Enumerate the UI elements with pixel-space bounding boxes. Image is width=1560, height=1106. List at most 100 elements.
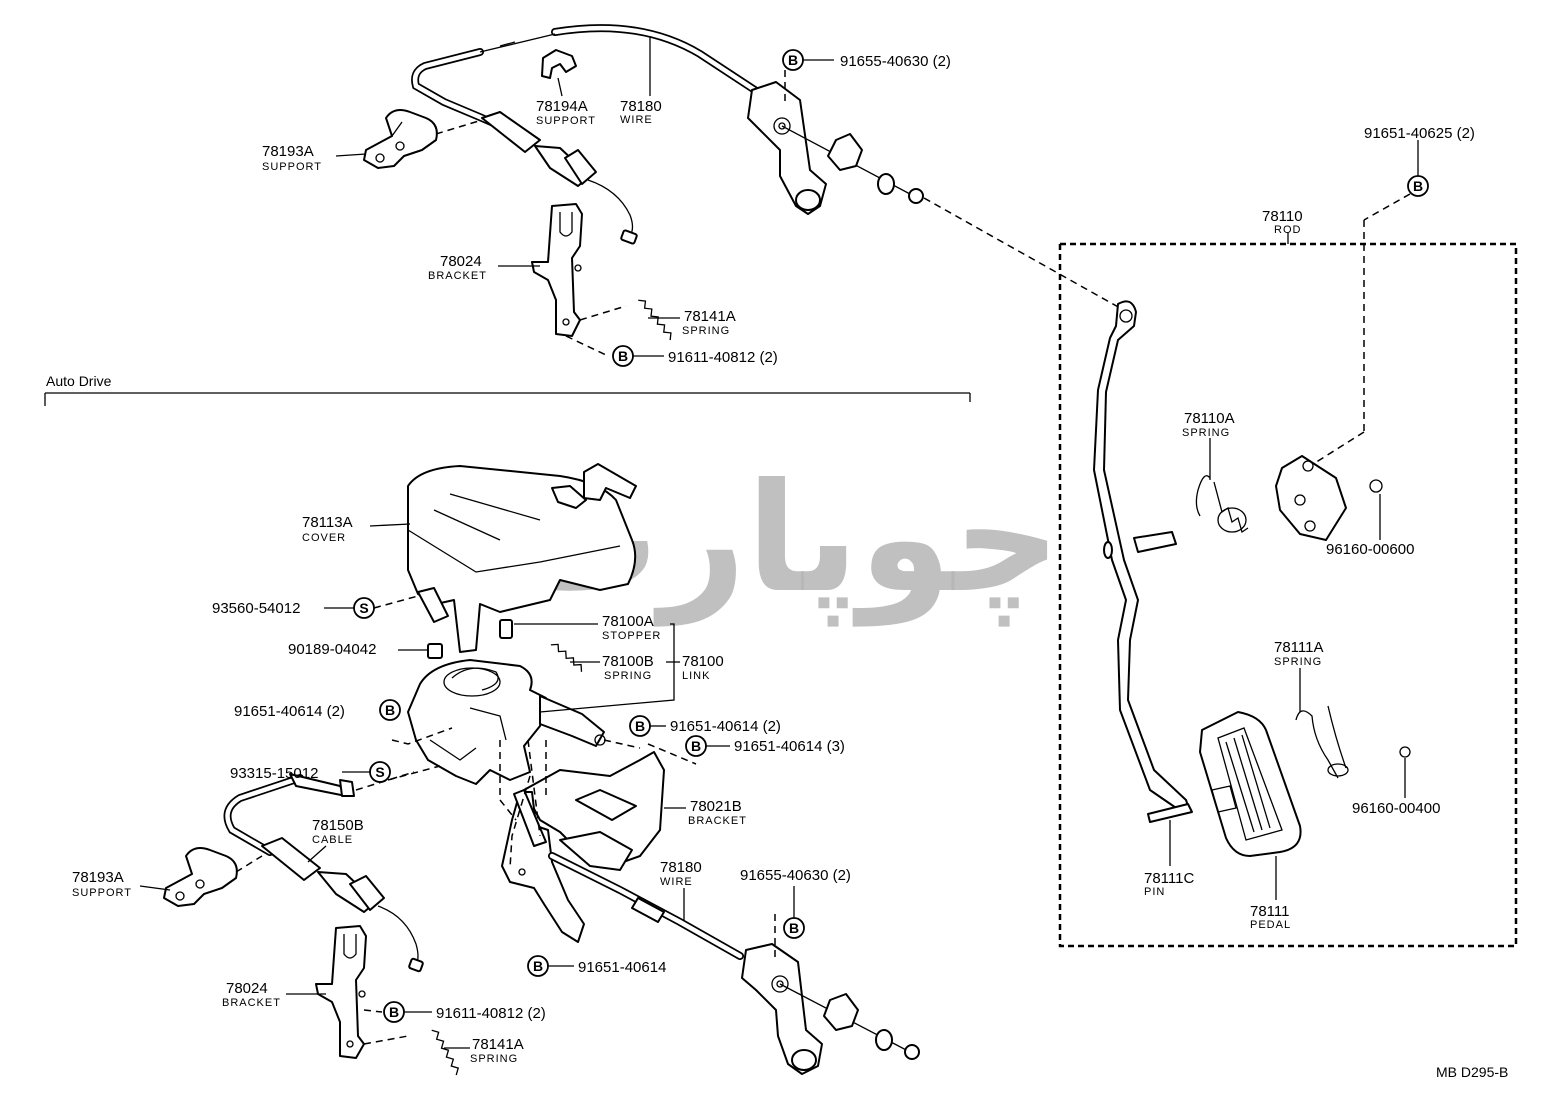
callout-90189-04042: 90189-04042 bbox=[288, 641, 428, 658]
callout-78110-rod: 78110 ROD bbox=[1262, 208, 1303, 244]
svg-text:78100A: 78100A bbox=[602, 613, 654, 630]
callout-78141a-bottom: 78141A SPRING bbox=[444, 1036, 524, 1065]
bolt-badge-icon: B bbox=[383, 1001, 405, 1023]
bolt-badge-icon: B bbox=[379, 699, 401, 721]
svg-text:78113A: 78113A bbox=[302, 514, 353, 531]
svg-text:PEDAL: PEDAL bbox=[1250, 919, 1291, 931]
svg-text:B: B bbox=[1413, 178, 1423, 194]
callout-78110a-spring: 78110A SPRING bbox=[1182, 410, 1235, 480]
screw-badge-icon: S bbox=[369, 761, 391, 783]
callout-96160-00600: 96160-00600 bbox=[1326, 494, 1414, 558]
bolt-badge-icon: B bbox=[783, 917, 805, 939]
callout-78180-bottom: 78180 WIRE bbox=[660, 859, 702, 920]
svg-text:91655-40630 (2): 91655-40630 (2) bbox=[740, 867, 851, 884]
bolt-badge-icon: B bbox=[629, 715, 651, 737]
svg-text:B: B bbox=[533, 958, 543, 974]
top-assembly bbox=[363, 24, 924, 357]
bolt-badge-icon: B bbox=[685, 735, 707, 757]
callout-78100a-stopper: 78100A STOPPER bbox=[514, 613, 661, 642]
svg-text:96160-00400: 96160-00400 bbox=[1352, 800, 1440, 817]
svg-text:WIRE: WIRE bbox=[660, 876, 693, 888]
callout-78100-link: 78100 LINK bbox=[539, 623, 724, 713]
callout-91651-40614-left: 91651-40614 (2) B bbox=[234, 699, 401, 721]
svg-text:78111A: 78111A bbox=[1274, 639, 1324, 656]
svg-text:93315-15012: 93315-15012 bbox=[230, 765, 318, 782]
svg-text:78111C: 78111C bbox=[1144, 870, 1194, 887]
svg-text:91651-40614: 91651-40614 bbox=[578, 959, 666, 976]
svg-text:91651-40614 (2): 91651-40614 (2) bbox=[670, 718, 781, 735]
svg-text:91651-40614 (2): 91651-40614 (2) bbox=[234, 703, 345, 720]
callout-91651-40614-bottom: B 91651-40614 bbox=[527, 955, 666, 977]
bolt-badge-icon: B bbox=[527, 955, 549, 977]
pedal-assembly bbox=[923, 193, 1518, 948]
svg-text:BRACKET: BRACKET bbox=[688, 815, 747, 827]
svg-text:CABLE: CABLE bbox=[312, 834, 353, 846]
svg-text:SPRING: SPRING bbox=[682, 325, 730, 337]
callout-93315-15012: 93315-15012 S bbox=[230, 761, 391, 783]
svg-text:B: B bbox=[385, 702, 395, 718]
svg-text:91611-40812 (2): 91611-40812 (2) bbox=[436, 1005, 546, 1022]
callout-78100b-spring: 78100B SPRING bbox=[570, 653, 654, 682]
callout-78111a-spring: 78111A SPRING bbox=[1274, 639, 1324, 712]
svg-text:91651-40625 (2): 91651-40625 (2) bbox=[1364, 125, 1475, 142]
svg-text:PIN: PIN bbox=[1144, 886, 1165, 898]
svg-text:78193A: 78193A bbox=[72, 869, 124, 886]
svg-text:78111: 78111 bbox=[1250, 903, 1290, 920]
svg-text:78141A: 78141A bbox=[684, 308, 736, 325]
svg-text:COVER: COVER bbox=[302, 532, 346, 544]
bolt-badge-icon: B bbox=[782, 49, 804, 71]
svg-text:B: B bbox=[635, 718, 645, 734]
callout-91611-top: B 91611-40812 (2) bbox=[612, 345, 778, 367]
svg-text:91651-40614 (3): 91651-40614 (3) bbox=[734, 738, 845, 755]
svg-text:SUPPORT: SUPPORT bbox=[536, 115, 596, 127]
svg-text:ROD: ROD bbox=[1274, 224, 1301, 236]
svg-text:LINK: LINK bbox=[682, 670, 710, 682]
svg-text:93560-54012: 93560-54012 bbox=[212, 600, 300, 617]
svg-text:91611-40812 (2): 91611-40812 (2) bbox=[668, 349, 778, 366]
callout-78150b-cable: 78150B CABLE bbox=[307, 817, 364, 863]
callout-78141a-top: 78141A SPRING bbox=[648, 308, 736, 337]
svg-text:B: B bbox=[618, 348, 628, 364]
svg-text:WIRE: WIRE bbox=[620, 114, 653, 126]
callout-91651-40614-mid3: B 91651-40614 (3) bbox=[685, 735, 845, 757]
svg-text:SPRING: SPRING bbox=[604, 670, 652, 682]
callout-91651-40614-mid2: B 91651-40614 (2) bbox=[629, 715, 781, 737]
callout-78024-bottom: 78024 BRACKET bbox=[222, 980, 326, 1009]
callout-91651-right: B 91651-40625 (2) bbox=[1364, 125, 1475, 197]
svg-text:B: B bbox=[389, 1004, 399, 1020]
svg-text:78110: 78110 bbox=[1262, 208, 1303, 225]
callout-91611-bottom: B 91611-40812 (2) bbox=[363, 1001, 546, 1023]
svg-text:B: B bbox=[788, 52, 798, 68]
callout-78193a-bottom: 78193A SUPPORT bbox=[72, 869, 171, 899]
svg-text:78141A: 78141A bbox=[472, 1036, 524, 1053]
svg-text:78193A: 78193A bbox=[262, 143, 314, 160]
svg-text:S: S bbox=[359, 600, 368, 616]
svg-text:78180: 78180 bbox=[620, 98, 662, 115]
callout-91655-top: B 91655-40630 (2) bbox=[782, 49, 951, 71]
svg-text:BRACKET: BRACKET bbox=[428, 270, 487, 282]
callout-78111-pedal: 78111 PEDAL bbox=[1250, 856, 1291, 931]
callout-78113a-cover: 78113A COVER bbox=[302, 514, 411, 544]
svg-text:STOPPER: STOPPER bbox=[602, 630, 661, 642]
callout-91655-bottom: 91655-40630 (2) B bbox=[740, 867, 851, 939]
svg-text:78024: 78024 bbox=[226, 980, 268, 997]
callout-93560-54012: 93560-54012 S bbox=[212, 595, 419, 619]
callout-78111c-pin: 78111C PIN bbox=[1144, 820, 1194, 898]
svg-text:BRACKET: BRACKET bbox=[222, 997, 281, 1009]
auto-drive-section-header: Auto Drive bbox=[44, 373, 971, 406]
svg-text:78194A: 78194A bbox=[536, 98, 588, 115]
svg-text:B: B bbox=[691, 738, 701, 754]
diagram-code: MB D295-B bbox=[1436, 1064, 1508, 1080]
svg-text:SPRING: SPRING bbox=[470, 1053, 518, 1065]
svg-text:91655-40630 (2): 91655-40630 (2) bbox=[840, 53, 951, 70]
svg-text:SPRING: SPRING bbox=[1274, 656, 1322, 668]
svg-text:B: B bbox=[789, 920, 799, 936]
callout-96160-00400: 96160-00400 bbox=[1352, 758, 1440, 817]
svg-text:SUPPORT: SUPPORT bbox=[262, 161, 322, 173]
svg-text:Auto Drive: Auto Drive bbox=[46, 373, 112, 389]
callout-78180-top: 78180 WIRE bbox=[620, 36, 662, 126]
svg-text:78180: 78180 bbox=[660, 859, 702, 876]
callout-78194a-top: 78194A SUPPORT bbox=[536, 77, 596, 127]
bolt-badge-icon: B bbox=[612, 345, 634, 367]
